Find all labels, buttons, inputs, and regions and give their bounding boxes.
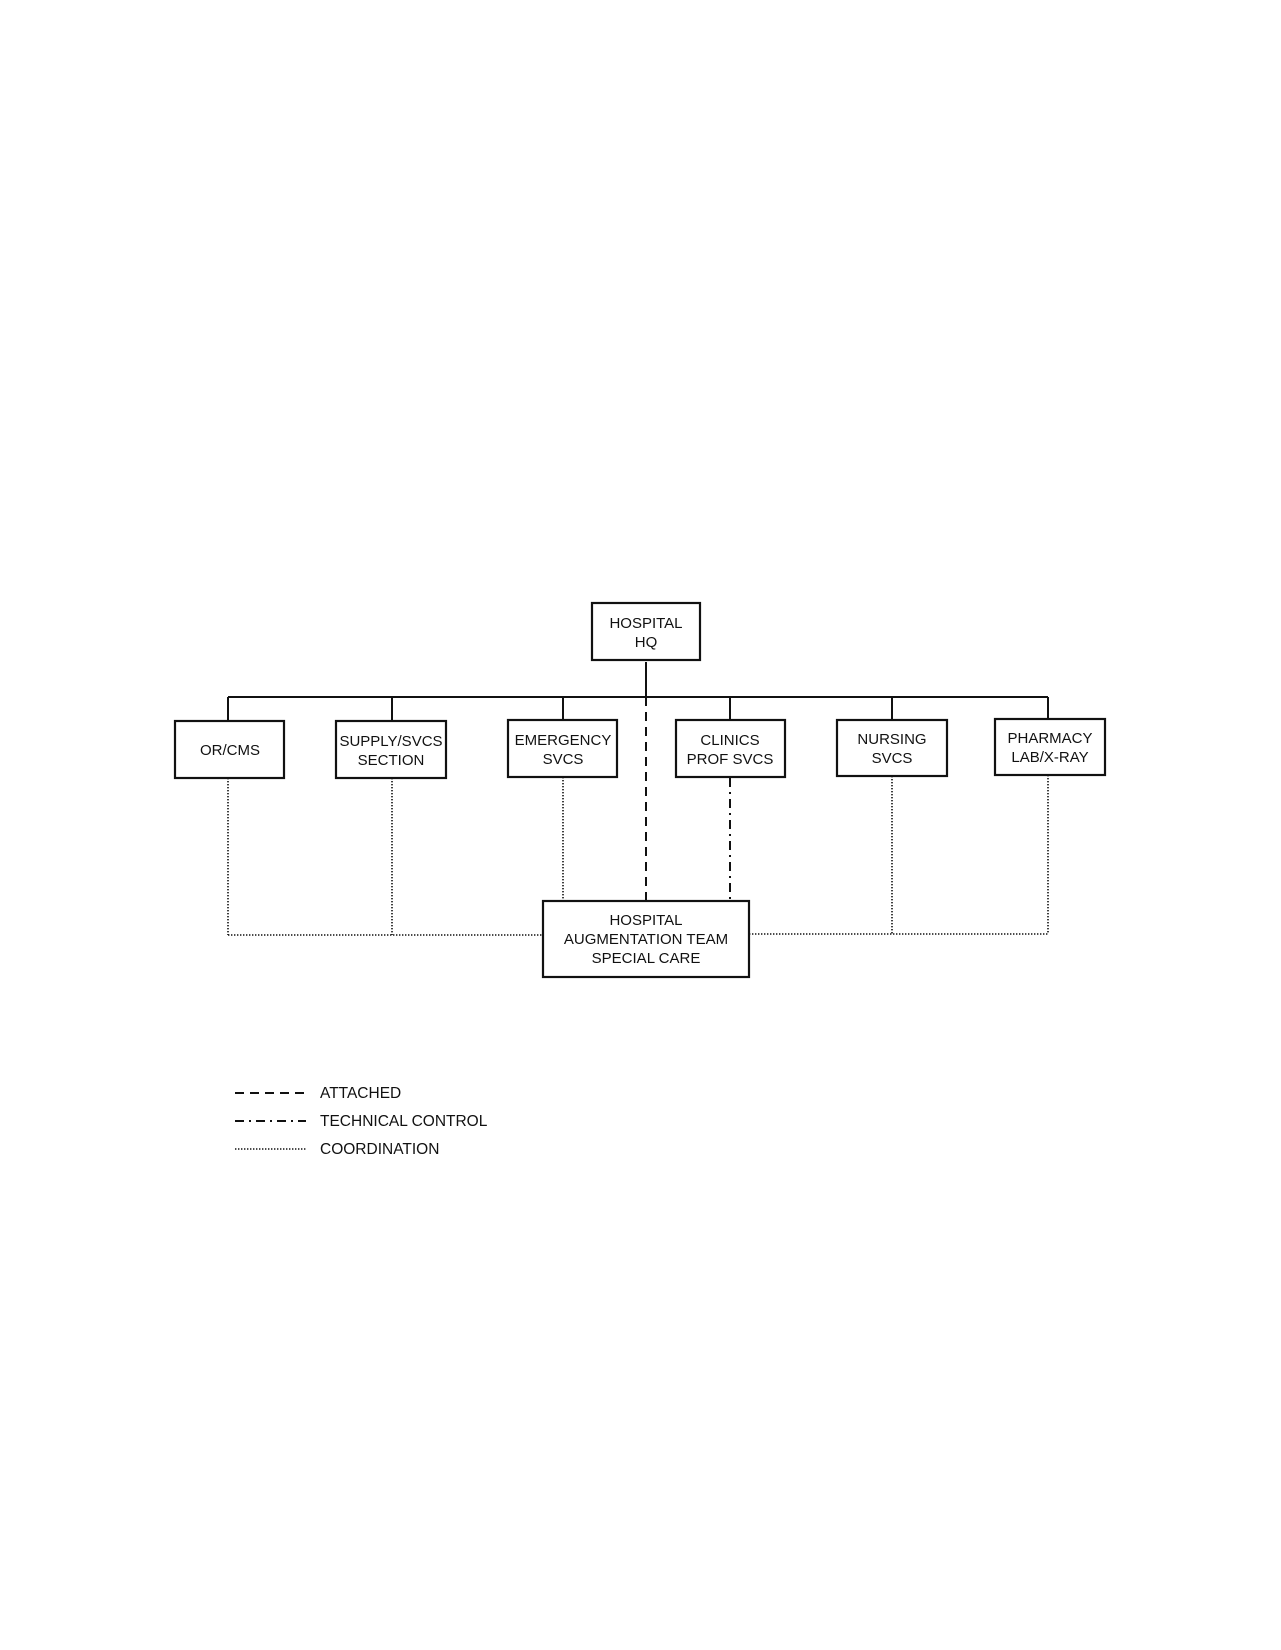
hospital-hq-line-1: HOSPITAL — [609, 615, 682, 632]
legend: ATTACHED TECHNICAL CONTROL COORDINATION — [235, 1085, 488, 1158]
hospital-augmentation-team-line-1: HOSPITAL — [609, 912, 682, 929]
emergency-svcs-box: EMERGENCY SVCS — [506, 718, 619, 779]
or-cms-box: OR/CMS — [173, 719, 286, 780]
hospital-augmentation-team-frame — [541, 899, 751, 979]
clinics-prof-svcs-frame — [674, 718, 787, 779]
nursing-svcs-line-2: SVCS — [872, 750, 913, 767]
pharmacy-lab-xray-line-2: LAB/X-RAY — [1011, 749, 1088, 766]
legend-coordination-label: COORDINATION — [320, 1141, 439, 1158]
pharmacy-lab-xray-frame — [993, 717, 1107, 777]
connector-lines — [227, 662, 1049, 936]
hospital-hq-box: HOSPITAL HQ — [590, 601, 702, 662]
nursing-svcs-frame — [835, 718, 949, 778]
nursing-svcs-box: NURSING SVCS — [835, 718, 949, 778]
hospital-augmentation-team-line-3: SPECIAL CARE — [592, 950, 701, 967]
nursing-svcs-line-1: NURSING — [857, 731, 926, 748]
clinics-prof-svcs-line-2: PROF SVCS — [687, 751, 774, 768]
hospital-hq-frame — [590, 601, 702, 662]
legend-attached-label: ATTACHED — [320, 1085, 401, 1102]
supply-svcs-line-1: SUPPLY/SVCS — [339, 733, 442, 750]
or-cms-frame — [173, 719, 286, 780]
hospital-augmentation-team-box: HOSPITAL AUGMENTATION TEAM SPECIAL CARE — [541, 899, 751, 979]
supply-svcs-section-frame — [334, 719, 448, 780]
or-cms-line-1: OR/CMS — [200, 742, 260, 759]
supply-svcs-line-2: SECTION — [358, 752, 425, 769]
emergency-svcs-line-2: SVCS — [543, 751, 584, 768]
clinics-prof-svcs-box: CLINICS PROF SVCS — [674, 718, 787, 779]
pharmacy-lab-xray-line-1: PHARMACY — [1007, 730, 1092, 747]
emergency-svcs-line-1: EMERGENCY — [515, 732, 612, 749]
hospital-augmentation-team-line-2: AUGMENTATION TEAM — [564, 931, 728, 948]
hospital-hq-line-2: HQ — [635, 634, 658, 651]
emergency-svcs-frame — [506, 718, 619, 779]
legend-technical-control-label: TECHNICAL CONTROL — [320, 1113, 488, 1130]
pharmacy-lab-xray-box: PHARMACY LAB/X-RAY — [993, 717, 1107, 777]
supply-svcs-section-box: SUPPLY/SVCS SECTION — [334, 719, 448, 780]
clinics-prof-svcs-line-1: CLINICS — [700, 732, 759, 749]
